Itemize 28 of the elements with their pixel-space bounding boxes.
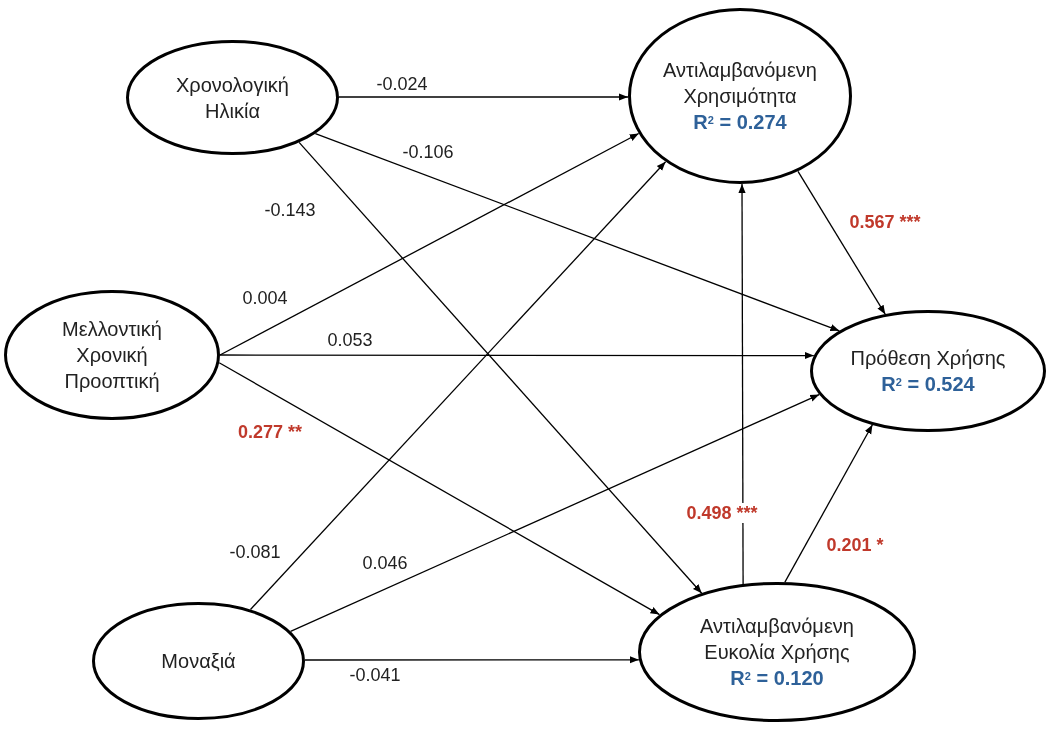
arrow (338, 93, 629, 101)
construct-name: Αντιλαμβανόμενη Ευκολία Χρήσης (699, 614, 855, 665)
construct-ellipse (628, 8, 852, 184)
r-squared-value: R$^{2}$ = 0.120 (730, 666, 824, 691)
edge-label: 0.498 *** (684, 503, 760, 523)
construct-name: Πρόθεση Χρήσης (849, 346, 1007, 371)
arrow (738, 183, 746, 585)
arrow (289, 393, 820, 633)
construct-ellipse (92, 602, 305, 720)
arrow (219, 132, 640, 356)
construct-ellipse (638, 582, 916, 722)
construct-name: Χρονολογική Ηλικία (175, 72, 290, 124)
arrow (784, 424, 874, 583)
construct-name: Μοναξιά (160, 649, 237, 674)
r-squared-value: R$^{2}$ = 0.274 (693, 110, 787, 135)
construct-ellipse (4, 290, 220, 420)
arrow (219, 352, 815, 360)
construct-name: Μελλοντική Χρονική Προοπτική (61, 317, 163, 394)
construct-ellipse (810, 310, 1046, 432)
arrow (314, 132, 840, 332)
arrow (298, 141, 703, 594)
arrow (797, 170, 886, 315)
arrow (249, 161, 667, 611)
construct-ellipse (126, 40, 339, 155)
r-squared-value: R$^{2}$ = 0.524 (881, 372, 975, 397)
arrow (304, 656, 640, 664)
construct-name: Αντιλαμβανόμενη Χρησιμότητα (662, 58, 818, 109)
arrow (218, 362, 661, 616)
